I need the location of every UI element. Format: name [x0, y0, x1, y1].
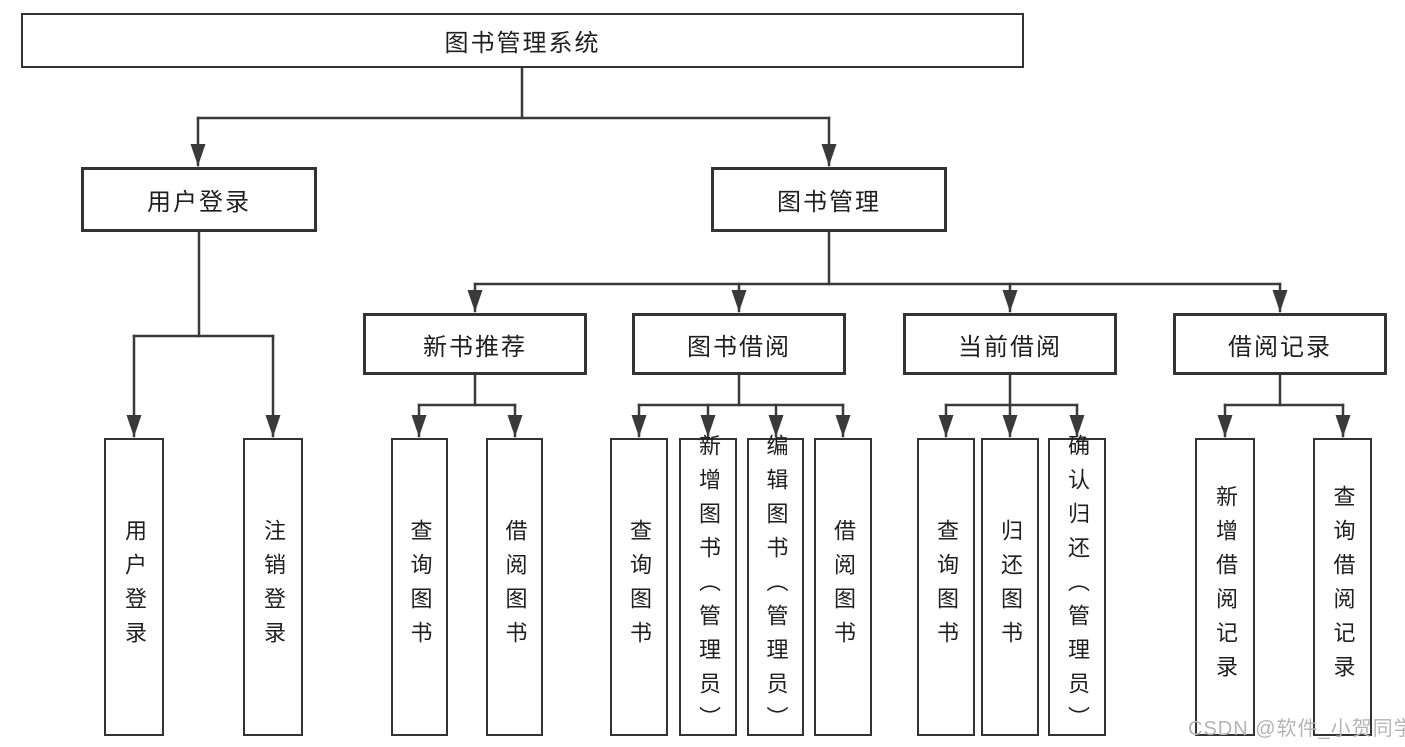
leaf-label: 查询图书 [407, 519, 433, 655]
leaf-return-book: 归还图书 [981, 438, 1039, 736]
node-borrowing-records: 借阅记录 [1173, 313, 1387, 375]
leaf-label: 查询图书 [934, 519, 959, 655]
leaf-label: 查询借阅记录 [1330, 485, 1356, 689]
node-label: 借阅记录 [1228, 333, 1332, 361]
leaf-user-login: 用户登录 [104, 438, 164, 736]
node-label: 图书管理系统 [444, 30, 601, 57]
leaf-logout: 注销登录 [243, 438, 303, 736]
node-label: 当前借阅 [958, 333, 1062, 361]
leaf-label: 新增借阅记录 [1213, 485, 1238, 689]
leaf-label: 借阅图书 [502, 519, 528, 655]
leaf-query-book-borrow: 查询图书 [610, 438, 668, 736]
node-label: 图书管理 [777, 189, 881, 216]
leaf-confirm-return-admin: 确认归还（管理员） [1048, 434, 1106, 740]
node-label: 新书推荐 [423, 333, 527, 361]
node-user-login: 用户登录 [81, 167, 317, 232]
leaf-label: 归还图书 [998, 519, 1023, 655]
leaf-add-borrow-record: 新增借阅记录 [1195, 438, 1255, 736]
node-label: 用户登录 [147, 189, 251, 216]
leaf-label: 借阅图书 [831, 519, 856, 655]
node-book-management: 图书管理 [711, 167, 947, 232]
node-library-management-system: 图书管理系统 [21, 13, 1024, 68]
leaf-label: 编辑图书（管理员） [763, 434, 789, 740]
node-new-book-recommend: 新书推荐 [363, 313, 587, 375]
leaf-label: 用户登录 [122, 519, 147, 655]
node-label: 图书借阅 [687, 333, 791, 361]
leaf-add-book-admin: 新增图书（管理员） [679, 434, 737, 740]
csdn-watermark: CSDN @软件_小贺同学 [1188, 718, 1405, 740]
node-current-borrowing: 当前借阅 [903, 313, 1117, 375]
node-book-borrowing: 图书借阅 [632, 313, 846, 375]
leaf-label: 确认归还（管理员） [1065, 434, 1090, 740]
leaf-query-borrow-record: 查询借阅记录 [1313, 438, 1372, 736]
leaf-borrow-book-recommend: 借阅图书 [486, 438, 543, 736]
leaf-edit-book-admin: 编辑图书（管理员） [747, 434, 804, 740]
leaf-label: 新增图书（管理员） [696, 434, 721, 740]
leaf-borrow-book: 借阅图书 [814, 438, 872, 736]
leaf-label: 注销登录 [261, 519, 286, 655]
leaf-query-book-recommend: 查询图书 [391, 438, 448, 736]
leaf-query-book-current: 查询图书 [917, 438, 975, 736]
leaf-label: 查询图书 [627, 519, 652, 655]
